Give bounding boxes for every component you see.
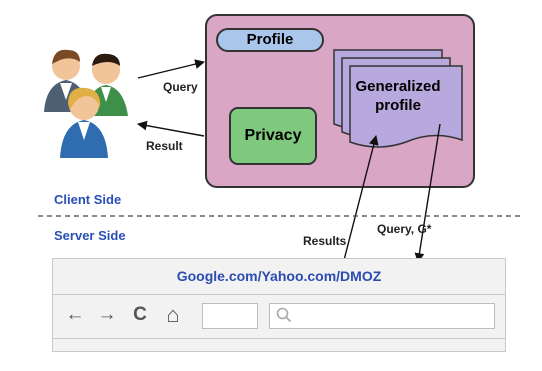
address-input[interactable]: [202, 303, 258, 329]
forward-arrow-icon[interactable]: →: [97, 304, 117, 325]
profile-label: Profile: [216, 28, 324, 52]
query-label: Query: [163, 80, 198, 94]
query-g-label: Query, G*: [377, 222, 432, 236]
generalized-label-line2: profile: [375, 97, 421, 114]
browser-divider: [52, 294, 506, 295]
search-icon: [276, 307, 292, 323]
server-side-label: Server Side: [54, 228, 126, 243]
query-arrow: [137, 59, 205, 79]
query-g-arrow: [414, 123, 441, 263]
result-label: Result: [146, 139, 183, 153]
home-icon[interactable]: ⌂: [166, 302, 180, 327]
result-arrow: [137, 120, 205, 137]
client-side-label: Client Side: [54, 192, 122, 207]
back-arrow-icon[interactable]: ←: [65, 304, 85, 325]
browser-divider: [52, 338, 506, 339]
reload-icon[interactable]: C: [133, 304, 147, 325]
results-arrow: [342, 135, 379, 265]
document-front: [349, 65, 463, 148]
results-label: Results: [303, 234, 347, 248]
privacy-box: Privacy: [229, 107, 317, 165]
browser-title: Google.com/Yahoo.com/DMOZ: [176, 268, 382, 284]
generalized-label-line1: Generalized: [355, 78, 440, 95]
user-front-icon: [60, 87, 108, 158]
search-input[interactable]: [269, 303, 495, 329]
user-left-icon: [44, 49, 88, 112]
